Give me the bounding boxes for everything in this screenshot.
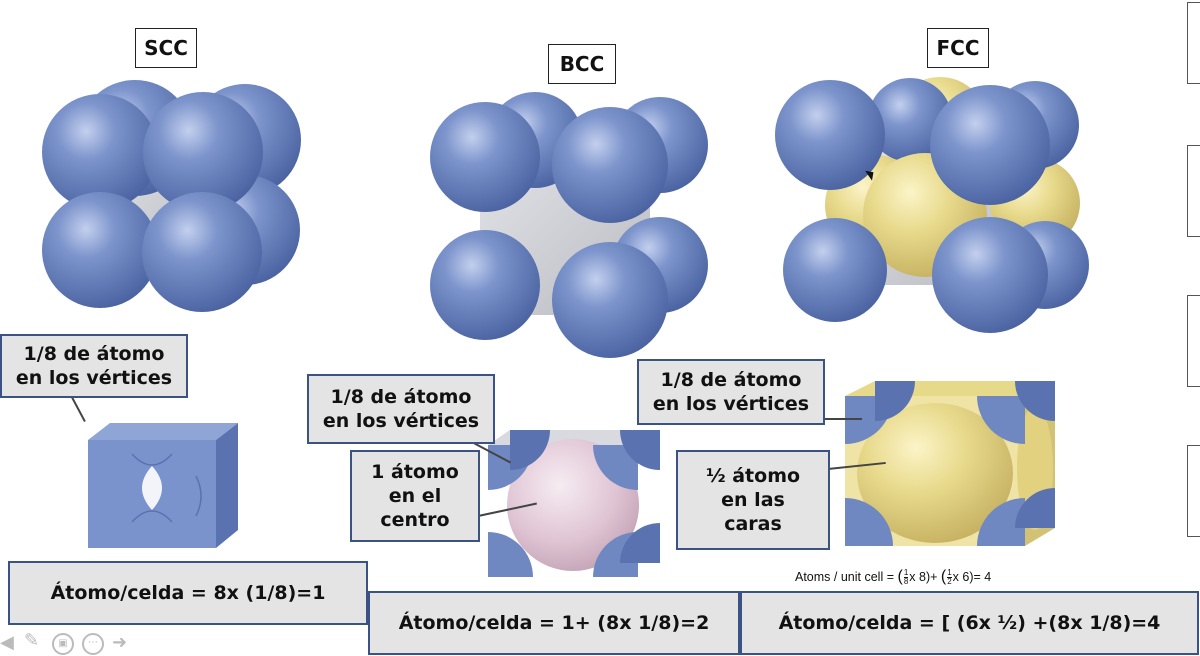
atom bbox=[783, 218, 887, 322]
bcc-unit-cell bbox=[488, 430, 660, 577]
slide-thumbnail[interactable] bbox=[1187, 145, 1200, 237]
label-line: en el bbox=[388, 485, 442, 507]
slide-thumbnail[interactable] bbox=[1187, 2, 1200, 84]
atom bbox=[775, 80, 885, 190]
fraction: 1 8 bbox=[903, 567, 909, 586]
scc-vertices-label: 1/8 de átomo en los vértices bbox=[0, 334, 188, 398]
scc-title: SCC bbox=[135, 28, 197, 68]
cube-side bbox=[216, 423, 238, 548]
label-line: ½ átomo bbox=[705, 465, 801, 487]
atom bbox=[552, 107, 668, 223]
face-atom bbox=[857, 403, 1013, 543]
label-line: 1 átomo bbox=[371, 461, 459, 483]
pen-icon[interactable]: ✎ bbox=[24, 630, 40, 651]
label-line: caras bbox=[724, 513, 782, 535]
atom bbox=[932, 217, 1048, 333]
formula-lead: Atoms / unit cell = bbox=[795, 570, 894, 584]
formula-part: x 8)+ bbox=[909, 570, 938, 584]
fcc-vertices-label: 1/8 de átomo en los vértices bbox=[637, 359, 825, 425]
label-line: 1/8 de átomo bbox=[23, 343, 165, 365]
label-line: en los vértices bbox=[322, 410, 480, 432]
fraction-num: 1 bbox=[903, 567, 909, 577]
label-line: en los vértices bbox=[15, 367, 173, 389]
scc-unit-cell bbox=[88, 423, 238, 548]
label-line: en los vértices bbox=[652, 393, 810, 415]
more-icon[interactable]: ⋯ bbox=[82, 633, 104, 655]
paren: ( bbox=[897, 568, 903, 585]
bcc-vertices-label: 1/8 de átomo en los vértices bbox=[307, 374, 495, 444]
label-line: centro bbox=[380, 509, 450, 531]
scc-formula: Átomo/celda = 8x (1/8)=1 bbox=[8, 561, 368, 625]
corner-piece bbox=[875, 381, 915, 421]
label-line: en las bbox=[721, 489, 785, 511]
slide-icon[interactable]: ▣ bbox=[52, 633, 74, 655]
corner-piece bbox=[977, 498, 1025, 546]
paren: ( bbox=[940, 568, 947, 585]
label-line: 1/8 de átomo bbox=[660, 369, 802, 391]
bcc-formula: Átomo/celda = 1+ (8x 1/8)=2 bbox=[368, 591, 740, 655]
corner-piece bbox=[620, 430, 660, 470]
slide-thumbnail[interactable] bbox=[1187, 445, 1200, 537]
fcc-unit-cell bbox=[845, 381, 1055, 546]
corner-piece bbox=[977, 396, 1025, 444]
fcc-faces-label: ½ átomo en las caras bbox=[676, 450, 830, 550]
fcc-small-formula: Atoms / unit cell = ( 1 8 x 8)+ ( 1 2 x … bbox=[795, 566, 1065, 588]
cube-top bbox=[88, 423, 238, 440]
bcc-title: BCC bbox=[548, 44, 616, 84]
corner-piece bbox=[593, 445, 638, 490]
atom bbox=[430, 102, 540, 212]
fcc-title: FCC bbox=[927, 28, 989, 68]
fraction-den: 8 bbox=[903, 576, 909, 586]
atom bbox=[143, 92, 263, 212]
atom bbox=[42, 192, 158, 308]
label-line: 1/8 de átomo bbox=[330, 386, 472, 408]
fraction-num: 1 bbox=[947, 567, 952, 577]
leader-line bbox=[71, 396, 86, 422]
corner-piece bbox=[1015, 488, 1055, 528]
back-arrow-icon[interactable]: ◀ bbox=[0, 632, 14, 653]
atom bbox=[142, 192, 262, 312]
corner-piece bbox=[510, 430, 550, 470]
atom bbox=[42, 94, 158, 210]
leader-line bbox=[812, 418, 862, 420]
fraction-den: 2 bbox=[947, 576, 952, 586]
cube-gap bbox=[142, 466, 162, 510]
corner-piece bbox=[1015, 381, 1055, 421]
atom bbox=[430, 230, 540, 340]
corner-piece bbox=[488, 532, 533, 577]
corner-piece bbox=[620, 523, 660, 563]
bcc-center-label: 1 átomo en el centro bbox=[350, 450, 480, 542]
corner-piece bbox=[845, 498, 893, 546]
bcc-sphere-model bbox=[430, 92, 708, 358]
formula-part: x 6)= 4 bbox=[952, 570, 992, 584]
atom bbox=[930, 85, 1050, 205]
fcc-formula: Átomo/celda = [ (6x ½) +(8x 1/8)=4 bbox=[740, 591, 1199, 655]
fraction: 1 2 bbox=[947, 567, 952, 586]
scc-sphere-model bbox=[42, 80, 301, 312]
atom bbox=[552, 242, 668, 358]
slide-thumbnail[interactable] bbox=[1187, 295, 1200, 387]
forward-arrow-icon[interactable]: ➜ bbox=[112, 632, 128, 653]
fcc-sphere-model bbox=[775, 77, 1089, 333]
